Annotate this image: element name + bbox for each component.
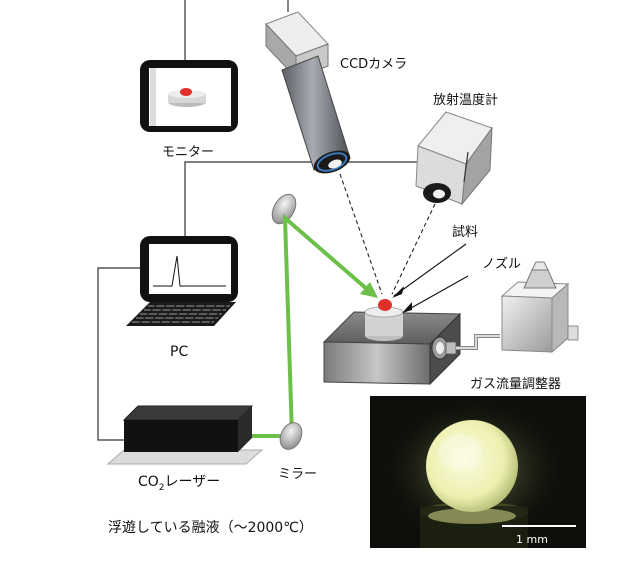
label-pointers <box>393 243 469 313</box>
co2-laser <box>106 405 264 465</box>
upper-mirror <box>271 193 297 225</box>
melt-caption: 浮遊している融液（～2000℃） <box>108 520 313 536</box>
melt-photo: 1 mm <box>370 396 586 548</box>
sample-label: 試料 <box>452 224 478 240</box>
laser-beam-arrowhead <box>360 282 378 298</box>
lower-mirror <box>279 422 303 450</box>
co2-laser-label-subscript: 2 <box>159 483 165 493</box>
monitor <box>140 60 238 132</box>
sample-pointer-arrowhead <box>392 286 404 298</box>
gas-flow-controller <box>431 261 579 360</box>
co2-laser-label: CO2レーザー <box>138 474 220 493</box>
levitated-melt-droplet <box>426 420 518 512</box>
laser-beam <box>238 213 370 438</box>
mirror-label: ミラー <box>278 467 317 482</box>
ccd-camera <box>265 11 351 174</box>
scale-bar-label: 1 mm <box>516 533 548 546</box>
monitor-label: モニター <box>162 145 214 160</box>
gas-flow-controller-label: ガス流量調整器 <box>470 377 561 392</box>
levitation-stage <box>322 299 462 386</box>
co2-laser-label-suffix: レーザー <box>165 474 221 490</box>
pc-label: PC <box>170 344 188 360</box>
sample-droplet <box>378 299 392 311</box>
co2-laser-label-prefix: CO <box>138 474 159 490</box>
nozzle-pointer-arrowhead <box>402 302 412 313</box>
pyrometer-label: 放射温度計 <box>433 92 498 108</box>
pyrometer <box>415 111 493 206</box>
pc <box>126 236 238 326</box>
observation-lines <box>339 173 436 295</box>
ccd-camera-label: CCDカメラ <box>340 57 407 72</box>
nozzle-label: ノズル <box>482 256 521 272</box>
